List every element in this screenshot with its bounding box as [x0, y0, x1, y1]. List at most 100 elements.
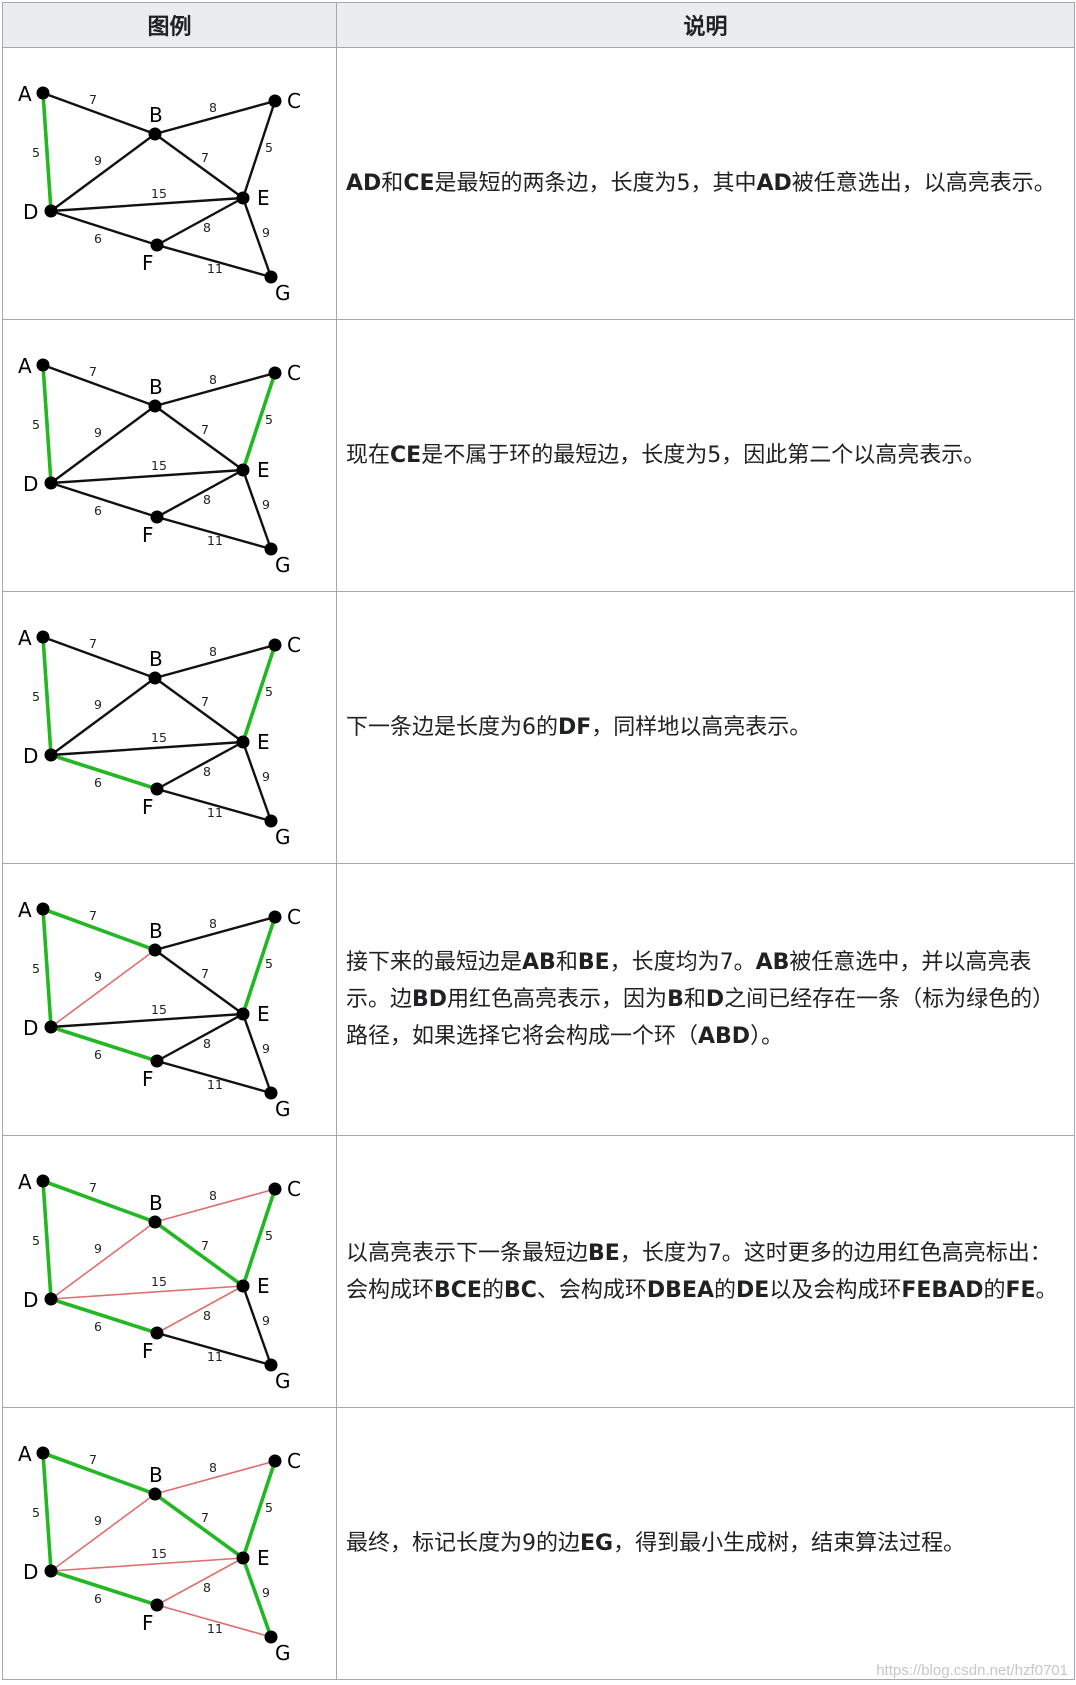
description-text: 被任意选出，以高亮表示。 — [791, 171, 1056, 196]
node-b — [148, 127, 162, 141]
node-b — [148, 671, 162, 685]
edge-weight-ce: 5 — [265, 1500, 273, 1515]
node-label-g: G — [275, 1369, 291, 1393]
node-a — [36, 1446, 50, 1460]
edge-weight-bc: 8 — [209, 100, 217, 115]
edge-weight-ce: 5 — [265, 1228, 273, 1243]
node-d — [44, 476, 58, 490]
edge-weight-df: 6 — [94, 231, 102, 246]
node-c — [268, 94, 282, 108]
node-label-g: G — [275, 1097, 291, 1121]
edge-fg-normal — [155, 515, 273, 551]
description-text: 之间已经存在一条（标为绿色的）路径，如果选择它将会构成一个环（ — [346, 987, 1055, 1049]
node-a — [36, 1174, 50, 1188]
description-cell: AD和CE是最短的两条边，长度为5，其中AD被任意选出，以高亮表示。 — [336, 47, 1075, 320]
node-label-c: C — [287, 1449, 301, 1473]
edge-ab-selected — [41, 1179, 157, 1224]
edge-weight-ad: 5 — [32, 689, 40, 704]
edge-reference: AD — [346, 171, 382, 196]
edge-ce-selected — [241, 1459, 277, 1560]
edge-de-normal — [49, 196, 245, 213]
edge-weight-be: 7 — [201, 1238, 209, 1253]
edge-weight-fg: 11 — [207, 1349, 223, 1364]
node-label-g: G — [275, 281, 291, 305]
description-cell: 下一条边是长度为6的DF，同样地以高亮表示。 — [336, 591, 1075, 864]
edge-reference: EG — [580, 1531, 614, 1556]
edge-weight-bd: 9 — [94, 425, 102, 440]
description-text: 和 — [683, 987, 706, 1012]
edge-bd-rejected — [50, 949, 156, 1028]
node-label-d: D — [23, 1288, 38, 1312]
node-g — [264, 814, 278, 828]
description-text: ）。 — [750, 1024, 784, 1049]
edge-reference: AB — [522, 950, 556, 975]
node-label-b: B — [149, 647, 163, 671]
edge-bd-normal — [49, 404, 157, 485]
node-label-c: C — [287, 1177, 301, 1201]
edge-weight-be: 7 — [201, 694, 209, 709]
edge-reference: DF — [558, 715, 592, 740]
edge-ef-normal — [155, 468, 245, 519]
edge-weight-eg: 9 — [262, 769, 270, 784]
edge-ab-selected — [41, 1451, 157, 1496]
edge-eg-normal — [241, 196, 273, 279]
node-e — [236, 1279, 250, 1293]
edge-ad-selected — [41, 635, 53, 757]
description-cell: 以高亮表示下一条最短边BE，长度为7。这时更多的边用红色高亮标出：会构成环BCE… — [336, 1135, 1075, 1408]
node-label-b: B — [149, 1463, 163, 1487]
node-c — [268, 1182, 282, 1196]
node-label-e: E — [257, 730, 270, 754]
edge-weight-ab: 7 — [89, 636, 97, 651]
edge-ab-selected — [41, 907, 157, 952]
node-label-a: A — [18, 82, 32, 106]
node-a — [36, 358, 50, 372]
edge-weight-be: 7 — [201, 966, 209, 981]
description-cell: 现在CE是不属于环的最短边，长度为5，因此第二个以高亮表示。 — [336, 319, 1075, 592]
edge-bc-rejected — [154, 1188, 276, 1223]
edge-bc-normal — [153, 99, 277, 136]
edge-weight-bd: 9 — [94, 1241, 102, 1256]
node-e — [236, 1551, 250, 1565]
edge-fg-rejected — [156, 1604, 272, 1638]
node-label-e: E — [257, 1546, 270, 1570]
node-label-e: E — [257, 1274, 270, 1298]
node-label-d: D — [23, 744, 38, 768]
edge-ad-selected — [41, 91, 53, 213]
edge-weight-fg: 11 — [207, 261, 223, 276]
edge-eg-normal — [241, 1012, 273, 1095]
edge-reference: CE — [403, 171, 435, 196]
edge-weight-bd: 9 — [94, 153, 102, 168]
edge-bd-normal — [49, 676, 157, 757]
description-text: 下一条边是长度为6的 — [346, 715, 558, 740]
edge-bc-rejected — [154, 1460, 276, 1495]
edge-weight-ab: 7 — [89, 364, 97, 379]
node-b — [148, 943, 162, 957]
description-text: ，得到最小生成树，结束算法过程。 — [613, 1531, 966, 1556]
node-g — [264, 1630, 278, 1644]
edge-df-normal — [49, 481, 159, 519]
edge-reference: BC — [503, 1277, 537, 1303]
edge-weight-be: 7 — [201, 422, 209, 437]
edge-weight-bc: 8 — [209, 644, 217, 659]
node-label-d: D — [23, 1560, 38, 1584]
edge-weight-ad: 5 — [32, 417, 40, 432]
edge-weight-de: 15 — [151, 186, 167, 201]
node-e — [236, 735, 250, 749]
edge-df-selected — [49, 1297, 159, 1335]
watermark: https://blog.csdn.net/hzf0701 — [876, 1662, 1068, 1679]
edge-weight-de: 15 — [151, 1002, 167, 1017]
edge-weight-ad: 5 — [32, 145, 40, 160]
edge-reference: AD — [756, 171, 792, 196]
node-label-f: F — [142, 251, 154, 275]
edge-weight-ef: 8 — [203, 1036, 211, 1051]
edge-weight-bc: 8 — [209, 916, 217, 931]
node-label-g: G — [275, 553, 291, 577]
edge-weight-eg: 9 — [262, 1585, 270, 1600]
header-row: 图例 说明 — [2, 2, 1075, 48]
edge-ce-selected — [241, 1187, 277, 1288]
edge-weight-df: 6 — [94, 775, 102, 790]
